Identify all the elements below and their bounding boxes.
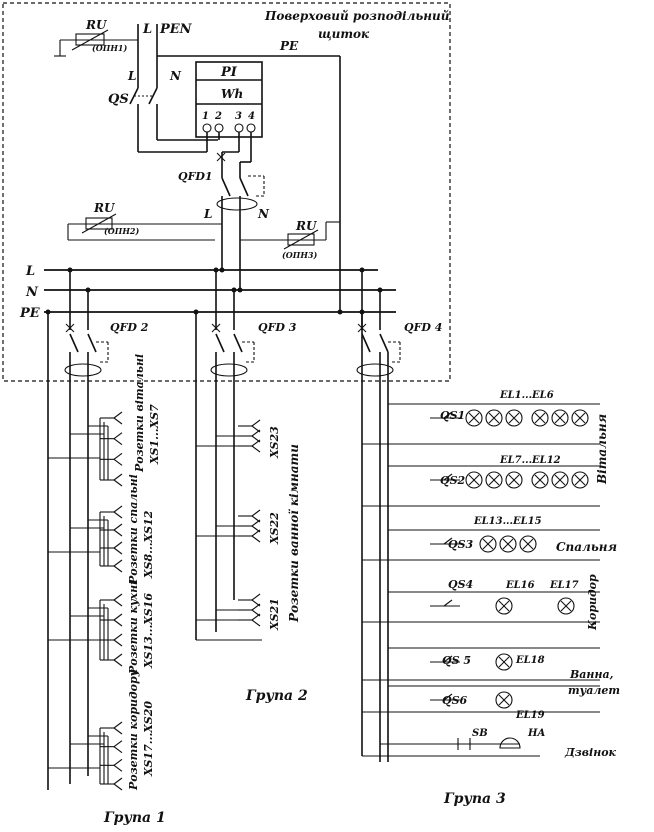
panel-title-line1: Поверховий розподільний (264, 9, 450, 23)
group2-ref-xs21: XS21 (268, 598, 281, 631)
group1-socket-ref-4: XS17...XS20 (142, 701, 155, 777)
meter-pi-label: PI (220, 65, 238, 80)
meter-terminal-3: 3 (235, 111, 242, 122)
lamps-el7-el12-label: EL7...EL12 (499, 455, 561, 466)
qs-label: QS (108, 92, 129, 107)
qs-l-label: L (127, 69, 136, 83)
rcd-n-label: N (257, 207, 270, 221)
group2-circuit (193, 309, 262, 641)
qs4-label: QS4 (448, 578, 473, 591)
lighting-row-6 (362, 685, 600, 713)
room-bedroom-label: Спальня (556, 540, 617, 554)
group2-title: Група 2 (245, 688, 308, 704)
lamp-el16-label: EL16 (505, 580, 535, 591)
group2-socket-set-1 (196, 419, 261, 453)
room-bath-line2: туалет (568, 684, 620, 697)
lamp-el19-label: EL19 (515, 710, 545, 721)
qs6-label: QS6 (442, 694, 468, 707)
energy-meter: PI Wh 1 2 3 4 (195, 61, 263, 168)
group2-ref-xs22: XS22 (268, 512, 281, 545)
qfd4-rcd-ring (356, 363, 394, 377)
ru2-label: RU (93, 201, 116, 215)
meter-terminal-2: 2 (214, 111, 222, 122)
meter-terminal-1: 1 (202, 111, 209, 122)
lamps-el13-el15-label: EL13...EL15 (473, 516, 542, 527)
group3-circuit (359, 309, 600, 762)
room-living-label: Вітальня (595, 414, 609, 485)
qfd1-rcbo: QFD1 L N RU (ОПН2) RU (ОПН3) (67, 168, 340, 290)
group1-title: Група 1 (103, 810, 166, 826)
qfd4-breaker (356, 267, 401, 377)
group1-socket-name-4: Розетки коридору (127, 668, 140, 791)
qfd2-breaker (64, 267, 109, 377)
group1-socket-name-1: Розетки вітальні (133, 354, 146, 473)
ru1-type-label: (ОПН1) (92, 43, 127, 53)
lighting-row-4 (362, 591, 600, 623)
lamp-el17-label: EL17 (549, 580, 579, 591)
group1-socket-ref-1: XS1...XS7 (148, 404, 161, 465)
supply-section: L PEN PE RU (ОПН1) L N QS (54, 18, 341, 312)
qfd3-rcd-ring (210, 363, 248, 377)
group1-socket-set-1 (48, 411, 123, 487)
room-corridor-label: Коридор (586, 574, 599, 631)
group2-socket-set-2 (196, 509, 261, 543)
lighting-row-5 (362, 647, 600, 681)
lighting-row-2 (362, 465, 600, 507)
qfd2-rcd-ring (64, 363, 102, 377)
group1-socket-set-3 (48, 593, 123, 667)
group1-socket-ref-2: XS8...XS12 (142, 510, 155, 579)
supply-l-label: L (142, 22, 152, 37)
group1-socket-set-4 (48, 721, 123, 791)
qfd2-label: QFD 2 (110, 321, 149, 334)
lighting-row-3 (362, 529, 600, 561)
group1-socket-name-3: Розетки кухні (127, 581, 140, 675)
bell-label: HA (527, 728, 545, 739)
room-bell-label: Дзвінок (564, 746, 617, 759)
qfd4-label: QFD 4 (404, 321, 442, 334)
bell-icon (499, 737, 521, 749)
bus-l-label: L (25, 264, 35, 279)
group1-circuit (45, 309, 123, 791)
bus-pe-label: PE (19, 306, 41, 321)
supply-pe-label: PE (279, 39, 299, 53)
busbars: L N PE (19, 264, 396, 321)
ru3-label: RU (295, 219, 318, 233)
lamp-el18-label: EL18 (515, 655, 545, 666)
ru2-type-label: (ОПН2) (104, 226, 139, 236)
ru3-type-label: (ОПН3) (282, 250, 317, 260)
meter-wh-label: Wh (221, 87, 243, 101)
group2-name: Розетки ванної кімнати (287, 444, 301, 623)
ru1-label: RU (85, 18, 108, 32)
qs-n-label: N (169, 69, 182, 83)
meter-terminal-4: 4 (248, 111, 255, 122)
group3-title: Група 3 (443, 791, 506, 807)
group2-socket-set-3 (196, 593, 261, 627)
rcd-l-label: L (203, 207, 212, 221)
group1-socket-name-2: Розетки спальні (127, 474, 140, 585)
qs2-label: QS2 (440, 474, 466, 487)
group1-socket-set-2 (48, 505, 123, 573)
qfd3-breaker (210, 267, 255, 377)
group1-socket-ref-3: XS13...XS16 (142, 593, 155, 669)
qfd3-label: QFD 3 (258, 321, 297, 334)
bell-button-label: SB (472, 728, 488, 739)
qs3-label: QS3 (448, 538, 474, 551)
qfd1-label: QFD1 (178, 170, 213, 183)
panel-title-line2: щиток (318, 27, 370, 41)
lighting-row-1 (362, 403, 600, 445)
room-bath-line1: Ванна, (569, 668, 614, 681)
bell-circuit (362, 737, 540, 757)
qs1-label: QS1 (440, 409, 465, 422)
lamps-el1-el6-label: EL1...EL6 (499, 390, 554, 401)
bus-n-label: N (25, 285, 39, 300)
qs5-label: QS 5 (442, 654, 471, 667)
supply-pen-label: PEN (159, 22, 193, 37)
group-breakers (64, 267, 401, 377)
group2-ref-xs23: XS23 (268, 426, 281, 459)
